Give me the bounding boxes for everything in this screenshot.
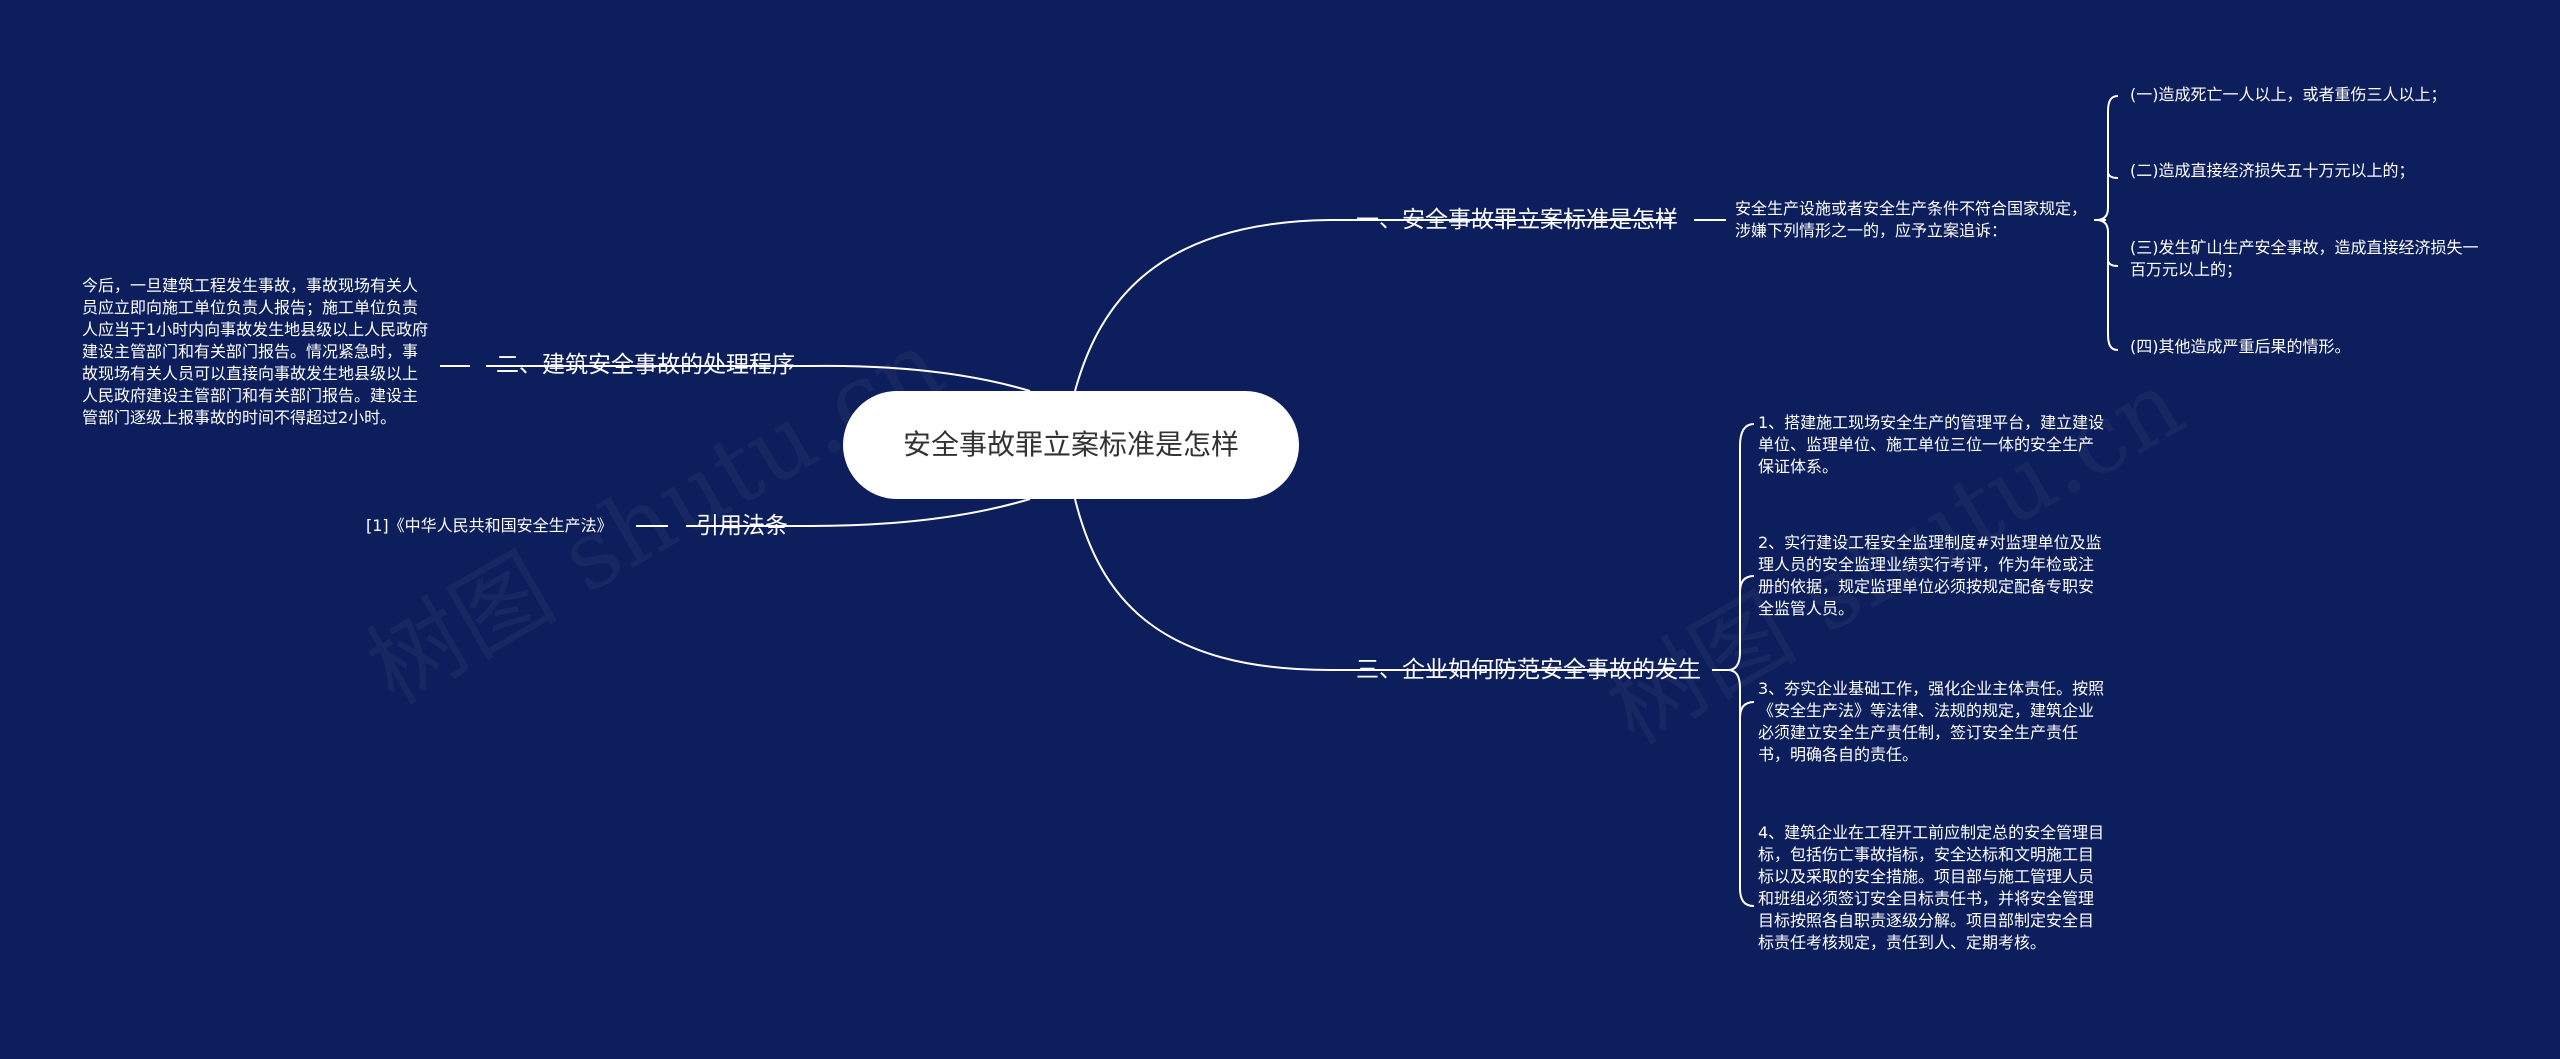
b4-item-2[interactable]: 2、实行建设工程安全监理制度#对监理单位及监理人员的安全监理业绩实行考评，作为年… [1758, 532, 2108, 620]
b1-item-1[interactable]: (一)造成死亡一人以上，或者重伤三人以上； [2130, 84, 2550, 106]
bracket-b4-items [1727, 423, 1755, 907]
branch-b1[interactable]: 一、安全事故罪立案标准是怎样 [1356, 205, 1678, 235]
b4-item-3[interactable]: 3、夯实企业基础工作，强化企业主体责任。按照《安全生产法》等法律、法规的规定，建… [1758, 678, 2108, 766]
connector-root-b3 [809, 498, 1031, 527]
connector-root-b2 [809, 364, 1031, 392]
tick-b1-item-3 [2107, 259, 2119, 267]
b1-item-3[interactable]: (三)发生矿山生产安全事故，造成直接经济损失一百万元以上的； [2130, 237, 2490, 281]
b4-item-3-text: 3、夯实企业基础工作，强化企业主体责任。按照《安全生产法》等法律、法规的规定，建… [1758, 679, 2105, 764]
b2-text-content: 今后，一旦建筑工程发生事故，事故现场有关人员应立即向施工单位负责人报告；施工单位… [82, 276, 429, 427]
b1-item-2[interactable]: (二)造成直接经济损失五十万元以上的； [2130, 160, 2550, 182]
b1-item-2-text: (二)造成直接经济损失五十万元以上的； [2130, 161, 2415, 180]
b2-text[interactable]: 今后，一旦建筑工程发生事故，事故现场有关人员应立即向施工单位负责人报告；施工单位… [82, 275, 432, 429]
root-label: 安全事故罪立案标准是怎样 [903, 428, 1240, 461]
tick-b1-item-2 [2107, 171, 2119, 179]
tick-b4-item-3 [1739, 701, 1755, 719]
branch-b4[interactable]: 三、企业如何防范安全事故的发生 [1356, 655, 1701, 685]
b3-text[interactable]: [1]《中华人民共和国安全生产法》 [366, 515, 613, 537]
b4-item-2-text: 2、实行建设工程安全监理制度#对监理单位及监理人员的安全监理业绩实行考评，作为年… [1758, 533, 2102, 618]
b1-item-1-text: (一)造成死亡一人以上，或者重伤三人以上； [2130, 85, 2447, 104]
b1-item-4[interactable]: (四)其他造成严重后果的情形。 [2130, 336, 2550, 358]
branch-b3-label: 引用法条 [696, 513, 788, 539]
b4-item-1[interactable]: 1、搭建施工现场安全生产的管理平台，建立建设单位、监理单位、施工单位三位一体的安… [1758, 412, 2108, 478]
connector-root-b1 [1074, 219, 1331, 392]
tick-b4-item-2 [1739, 575, 1755, 593]
branch-b2-label: 二、建筑安全事故的处理程序 [496, 352, 795, 378]
b3-text-content: [1]《中华人民共和国安全生产法》 [366, 516, 613, 535]
branch-b1-label: 一、安全事故罪立案标准是怎样 [1356, 207, 1678, 233]
connector-root-b4 [1074, 498, 1331, 671]
b4-item-1-text: 1、搭建施工现场安全生产的管理平台，建立建设单位、监理单位、施工单位三位一体的安… [1758, 413, 2105, 476]
b1-item-3-text: (三)发生矿山生产安全事故，造成直接经济损失一百万元以上的； [2130, 238, 2479, 279]
root-node[interactable]: 安全事故罪立案标准是怎样 [843, 391, 1299, 499]
bracket-b1-items [2095, 95, 2119, 351]
b4-item-4-text: 4、建筑企业在工程开工前应制定总的安全管理目标，包括伤亡事故指标，安全达标和文明… [1758, 823, 2105, 952]
b4-item-4[interactable]: 4、建筑企业在工程开工前应制定总的安全管理目标，包括伤亡事故指标，安全达标和文明… [1758, 822, 2108, 954]
b1-intro[interactable]: 安全生产设施或者安全生产条件不符合国家规定，涉嫌下列情形之一的，应予立案追诉： [1735, 198, 2090, 242]
b1-item-4-text: (四)其他造成严重后果的情形。 [2130, 337, 2351, 356]
branch-b3[interactable]: 引用法条 [696, 511, 788, 541]
branch-b4-label: 三、企业如何防范安全事故的发生 [1356, 657, 1701, 683]
b1-intro-text: 安全生产设施或者安全生产条件不符合国家规定，涉嫌下列情形之一的，应予立案追诉： [1735, 199, 2088, 240]
branch-b2[interactable]: 二、建筑安全事故的处理程序 [496, 350, 795, 380]
